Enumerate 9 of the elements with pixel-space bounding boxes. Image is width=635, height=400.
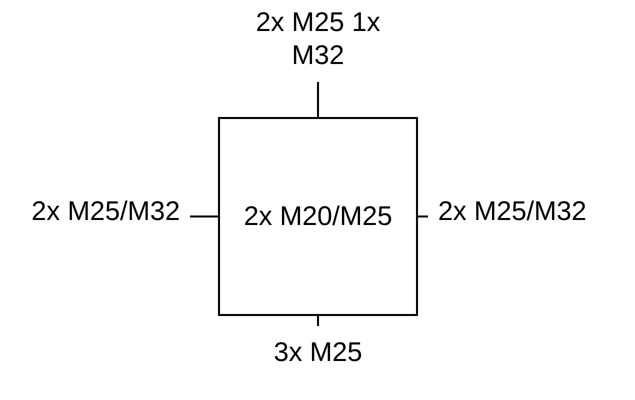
connector-line (317, 82, 319, 117)
connector-line (317, 316, 319, 326)
side-label: 2x M25/M32 (0, 195, 190, 228)
enclosure-box: 2x M20/M25 (218, 117, 418, 316)
connector-line (190, 216, 218, 218)
side-label: 3x M25 (248, 326, 388, 369)
side-label: 2x M25 1x M32 (238, 6, 398, 82)
side-label: 2x M25/M32 (428, 195, 633, 228)
connector-line (418, 216, 428, 218)
